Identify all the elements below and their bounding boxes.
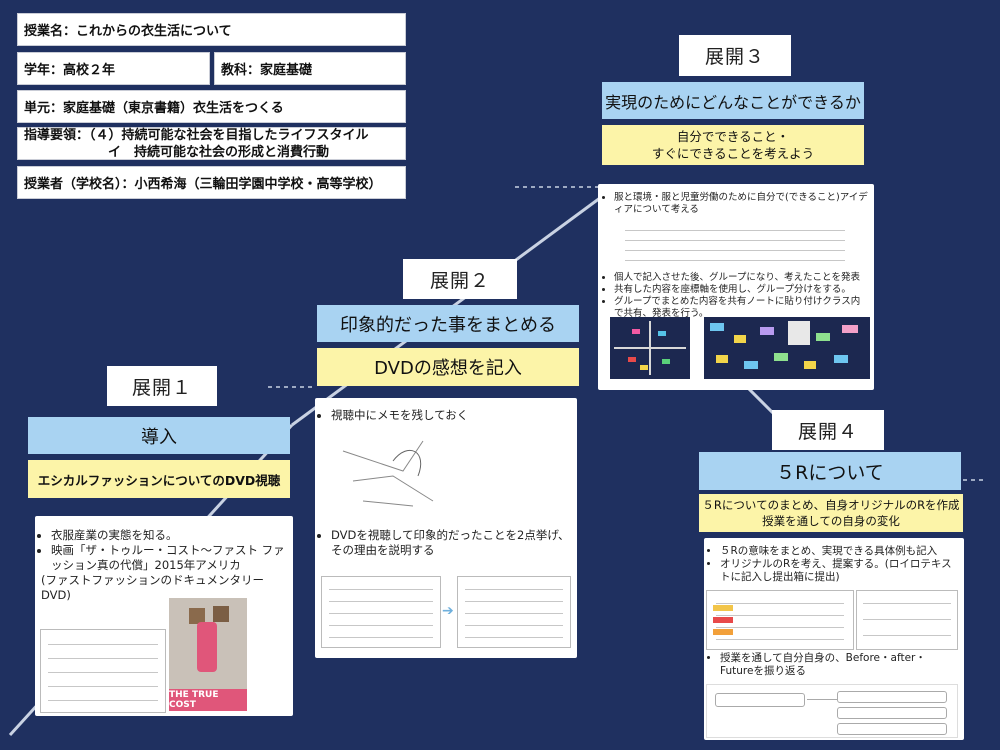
stage-4-bullet: オリジナルのRを考え、提案する。(ロイロテキストに記入し提出箱に提出) xyxy=(720,558,958,584)
unit-label: 単元：家庭基礎（東京書籍）衣生活をつくる xyxy=(17,90,406,123)
stage-3-bullets-top: 服と環境・服と児童労働のために自分で(できること)アイディアについて考える xyxy=(598,192,874,216)
stage-4-panel: ５Rの意味をまとめ、実現できる具体例も記入 オリジナルのRを考え、提案する。(ロ… xyxy=(704,538,964,740)
stage-2-bullet: DVDを視聴して印象的だったことを2点挙げ、その理由を説明する xyxy=(331,528,571,558)
stage-4-subtitle: ５Rについてのまとめ、自身オリジナルのRを作成 授業を通しての自身の変化 xyxy=(699,494,963,532)
roilo-text-image xyxy=(856,590,958,650)
stage-2-subtitle-text: DVDの感想を記入 xyxy=(374,358,522,379)
stage-1-bullet: 映画「ザ・トゥルー・コスト〜ファスト ファッション真の代償」2015年アメリカ xyxy=(51,543,293,573)
stage-2-subtitle: DVDの感想を記入 xyxy=(317,348,579,386)
stage-3-bullet: 共有した内容を座標軸を使用し、グループ分けをする。 xyxy=(614,284,868,296)
stage-1-subtitle: エシカルファッションについてのDVD視聴 xyxy=(28,460,290,498)
stage-3-panel: 服と環境・服と児童労働のために自分で(できること)アイディアについて考える 個人… xyxy=(598,184,874,390)
arrow-right-icon: ➔ xyxy=(442,603,454,619)
stage-1-title: 導入 xyxy=(28,417,290,454)
guideline-line-2: イ 持続可能な社会の形成と消費行動 xyxy=(108,144,330,160)
stage-2-panel: 視聴中にメモを残しておく DVDを視聴して印象的だったことを2点挙げ、その理由を… xyxy=(315,398,577,658)
stage-3-subtitle: 自分でできること・ すぐにできることを考えよう xyxy=(602,125,864,165)
stage-3-bullet: 服と環境・服と児童労働のために自分で(できること)アイディアについて考える xyxy=(614,192,868,216)
poster-title: THE TRUE COST xyxy=(169,689,247,711)
lesson-name: 授業名：これからの衣生活について xyxy=(17,13,406,46)
stage-3-bullet: グループでまとめた内容を共有ノートに貼り付けクラス内で共有、発表を行う。 xyxy=(614,296,868,320)
stage-1-note: (ファストファッションのドキュメンタリーDVD) xyxy=(41,573,264,602)
stage-1-label: 展開１ xyxy=(107,366,217,406)
stage-2-bullet: 視聴中にメモを残しておく xyxy=(331,408,577,423)
stage-1-panel: 衣服産業の実態を知る。 映画「ザ・トゥルー・コスト〜ファスト ファッション真の代… xyxy=(35,516,293,716)
stage-4-subtitle-line-2: 授業を通しての自身の変化 xyxy=(762,514,900,528)
stage-4-bullet: 授業を通して自分自身の、Before・after・Futureを振り返る xyxy=(720,652,958,678)
subject-label: 教科：家庭基礎 xyxy=(214,52,406,85)
stage-4-bullets: ５Rの意味をまとめ、実現できる具体例も記入 オリジナルのRを考え、提案する。(ロ… xyxy=(704,545,964,584)
stage-3-label: 展開３ xyxy=(679,35,791,76)
stage-3-title: 実現のためにどんなことができるか xyxy=(602,82,864,119)
stage-1-bullets: 衣服産業の実態を知る。 映画「ザ・トゥルー・コスト〜ファスト ファッション真の代… xyxy=(35,528,293,573)
stage-3-bullet: 個人で記入させた後、グループになり、考えたことを発表 xyxy=(614,272,868,284)
memo-sketch-image xyxy=(333,431,453,521)
stage-4-bullet: ５Rの意味をまとめ、実現できる具体例も記入 xyxy=(720,545,958,558)
stage-1-bullet: 衣服産業の実態を知る。 xyxy=(51,528,293,543)
stage-2-label: 展開２ xyxy=(403,259,517,299)
stage-3-subtitle-line-1: 自分でできること・ xyxy=(676,129,790,144)
5r-worksheet-image xyxy=(706,590,854,650)
class-share-image xyxy=(704,317,870,379)
stage-4-label: 展開４ xyxy=(772,410,884,450)
stage-1-subtitle-text: エシカルファッションについてのDVD視聴 xyxy=(37,472,281,488)
grade-label: 学年：高校２年 xyxy=(17,52,210,85)
stage-3-subtitle-line-2: すぐにできることを考えよう xyxy=(651,146,815,161)
stage-2-bullets-top: 視聴中にメモを残しておく xyxy=(315,408,577,423)
stage-4-subtitle-line-1: ５Rについてのまとめ、自身オリジナルのRを作成 xyxy=(702,498,960,512)
stage-4-title: ５Rについて xyxy=(699,452,961,490)
movie-poster-image: THE TRUE COST xyxy=(169,598,247,711)
stage-2-bullets-bottom: DVDを視聴して印象的だったことを2点挙げ、その理由を説明する xyxy=(315,528,571,558)
guideline-box: 指導要領：（４）持続可能な社会を目指したライフスタイル イ 持続可能な社会の形成… xyxy=(17,127,406,160)
stage-3-bullets: 個人で記入させた後、グループになり、考えたことを発表 共有した内容を座標軸を使用… xyxy=(598,272,868,320)
worksheet-left-image xyxy=(321,576,441,648)
worksheet-right-image xyxy=(457,576,571,648)
guideline-line-1: 指導要領：（４）持続可能な社会を目指したライフスタイル xyxy=(24,127,369,143)
worksheet-image xyxy=(40,629,166,713)
stage-4-bullets-bottom: 授業を通して自分自身の、Before・after・Futureを振り返る xyxy=(704,652,958,678)
stage-2-title: 印象的だった事をまとめる xyxy=(317,305,579,342)
coordinate-chart-image xyxy=(610,317,690,379)
teacher-label: 授業者（学校名）：小西希海（三輪田学園中学校・高等学校） xyxy=(17,166,406,199)
before-after-image xyxy=(706,684,958,738)
idea-worksheet-image xyxy=(610,222,860,268)
